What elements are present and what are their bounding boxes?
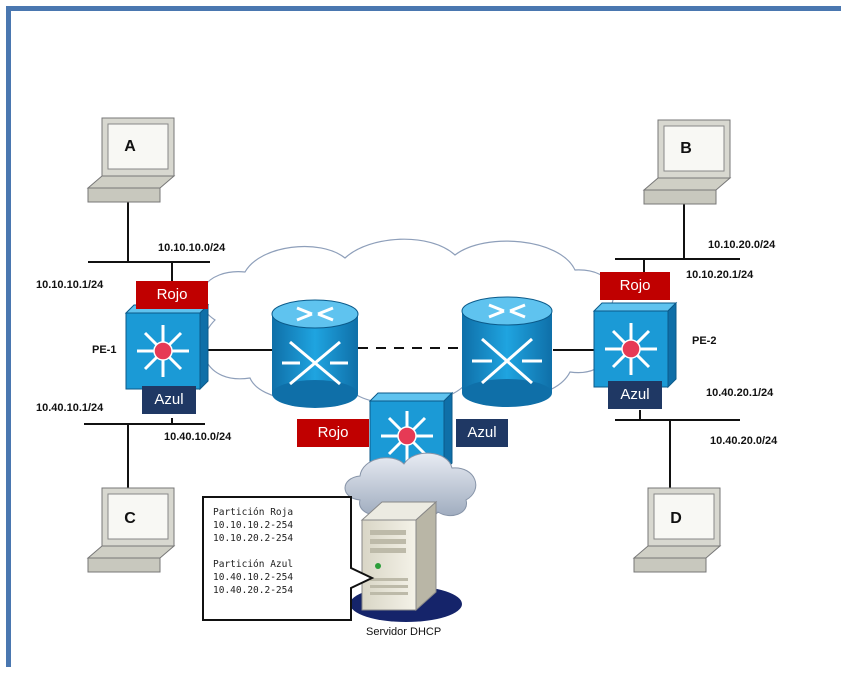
net-b-label: 10.10.20.0/24 <box>708 239 776 251</box>
blue-range-1: 10.40.10.2-254 <box>213 572 294 583</box>
pe1-switch-icon <box>124 303 210 391</box>
dhcp-callout <box>202 496 375 621</box>
pc-a-icon <box>86 117 176 203</box>
pe1-label: PE-1 <box>92 344 117 356</box>
pe2-blue-tag: Azul <box>608 381 662 409</box>
net-d-label: 10.40.20.0/24 <box>710 435 778 447</box>
pe2-red-tag: Rojo <box>600 272 670 300</box>
dhcp-pools-text: Partición Roja 10.10.10.2-254 10.10.20.2… <box>213 506 293 597</box>
pc-c-label: C <box>124 510 136 527</box>
dhcp-server-icon <box>350 500 462 622</box>
pe2-switch-icon <box>592 301 678 389</box>
gw-a-label: 10.10.10.1/24 <box>36 279 104 291</box>
pe1-red-tag: Rojo <box>136 281 208 309</box>
center-red-tag: Rojo <box>297 419 369 447</box>
blue-range-2: 10.40.20.2-254 <box>213 585 294 596</box>
core-router-right-icon <box>461 296 553 407</box>
pc-b-label: B <box>680 140 692 157</box>
diagram-frame <box>6 6 835 667</box>
blue-partition-title: Partición Azul <box>213 559 294 570</box>
pc-d-label: D <box>670 510 682 527</box>
net-a-label: 10.10.10.0/24 <box>158 242 226 254</box>
core-router-left-icon <box>271 299 359 408</box>
pc-c-icon <box>86 487 176 573</box>
pe2-label: PE-2 <box>692 335 717 347</box>
pc-a-label: A <box>124 138 136 155</box>
red-range-2: 10.10.20.2-254 <box>213 533 294 544</box>
red-range-1: 10.10.10.2-254 <box>213 520 294 531</box>
gw-d-label: 10.40.20.1/24 <box>706 387 774 399</box>
server-caption: Servidor DHCP <box>366 626 442 638</box>
pc-d-icon <box>632 487 722 573</box>
red-partition-title: Partición Roja <box>213 507 294 518</box>
gw-b-label: 10.10.20.1/24 <box>686 269 754 281</box>
gw-c-label: 10.40.10.1/24 <box>36 402 104 414</box>
pe1-blue-tag: Azul <box>142 386 196 414</box>
pc-b-icon <box>642 119 732 205</box>
net-c-label: 10.40.10.0/24 <box>164 431 232 443</box>
center-blue-tag: Azul <box>456 419 508 447</box>
